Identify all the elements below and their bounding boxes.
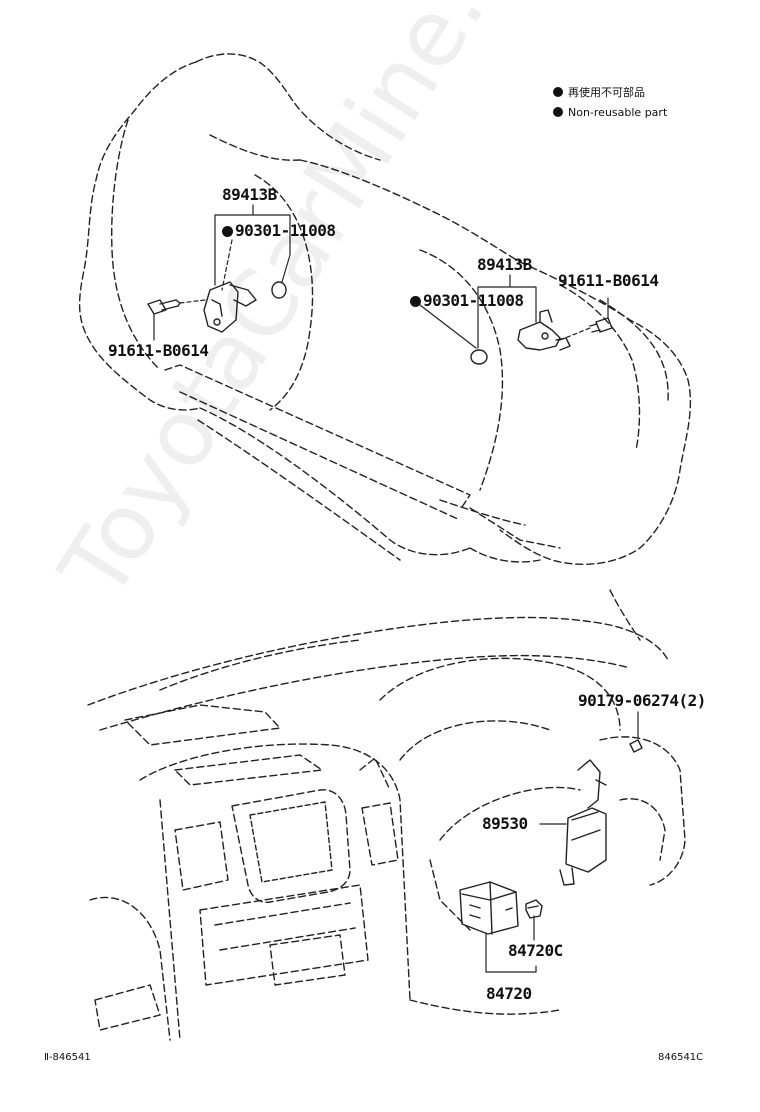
legend-item-jp: 再使用不可部品 [553,86,645,100]
footer-left-code: Ⅱ-846541 [44,1052,91,1063]
instrument-panel [87,589,686,1041]
footer-right-code: 846541C [658,1052,704,1063]
ecu-module [559,759,607,886]
label-switch-clip[interactable]: 84720C [508,941,563,960]
transmission-housing [78,53,692,565]
label-gasket-right[interactable]: 90301-11008 [410,292,524,310]
bullet-icon [553,107,563,117]
bolt-left [147,299,181,315]
legend-text: 再使用不可部品 [568,86,645,99]
nut [629,739,643,753]
leader-lines-top [153,204,609,349]
leader-lines-bottom [485,711,639,973]
switch-clip [525,899,543,919]
legend-text: Non-reusable part [568,106,668,119]
label-switch[interactable]: 84720 [486,984,532,1003]
label-ecu[interactable]: 89530 [482,814,528,833]
switch-assembly [459,881,519,935]
label-sensor-right[interactable]: 89413B [477,255,532,274]
o-ring-right [470,349,488,365]
legend-item-en: Non-reusable part [553,106,667,120]
label-gasket-left[interactable]: 90301-11008 [222,222,336,240]
bullet-icon [553,87,563,97]
label-bolt-right[interactable]: 91611-B0614 [558,271,659,290]
o-ring-left [271,281,287,299]
speed-sensor-right [517,309,571,351]
bolt-right [589,317,613,333]
label-bolt-left[interactable]: 91611-B0614 [108,341,209,360]
label-nut[interactable]: 90179-06274(2) [578,691,706,710]
speed-sensor-left [203,281,257,333]
label-sensor-left[interactable]: 89413B [222,185,277,204]
